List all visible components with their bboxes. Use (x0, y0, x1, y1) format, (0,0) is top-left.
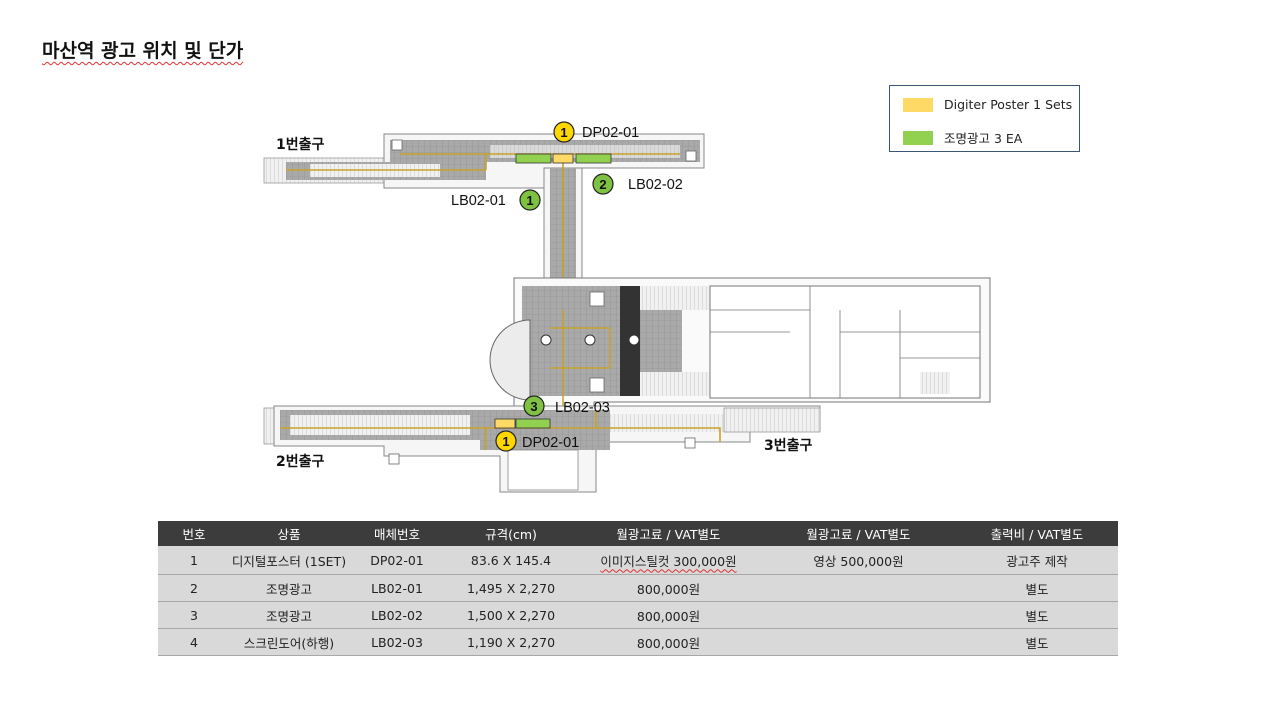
legend-swatch-green (903, 130, 933, 145)
table-cell: 스크린도어(하행) (230, 628, 348, 656)
column-header: 월광고료 / VAT별도 (576, 521, 761, 546)
price-table: 번호 상품 매체번호 규격(cm) 월광고료 / VAT별도 월광고료 / VA… (158, 521, 1118, 656)
marker-code: DP02-01 (522, 435, 579, 451)
ad-lb02-03 (515, 418, 551, 429)
concourse (489, 277, 991, 411)
table-cell (761, 628, 956, 656)
ad-dp02-01-bottom (494, 418, 516, 429)
page-title: 마산역 광고 위치 및 단가 (42, 40, 244, 62)
legend-label: 조명광고 3 EA (944, 131, 1023, 146)
ad-lb02-02 (575, 153, 612, 164)
column-header: 규격(cm) (446, 521, 576, 546)
exit-2-label: 2번출구 (276, 453, 325, 470)
table-cell: 1 (158, 546, 230, 575)
column-header: 매체번호 (348, 521, 446, 546)
column-header: 번호 (158, 521, 230, 546)
table-cell: 디지털포스터 (1SET) (230, 546, 348, 575)
table-cell: 조명광고 (230, 601, 348, 629)
table-cell: 800,000원 (576, 601, 761, 629)
exit2-exit3-corridor (263, 405, 821, 493)
table-row: 1 디지털포스터 (1SET) DP02-01 83.6 X 145.4 이미지… (158, 546, 1118, 575)
table-cell-text: 이미지스틸컷 300,000원 (600, 553, 737, 569)
table-cell: LB02-03 (348, 628, 446, 656)
legend-item-digital-poster: Digiter Poster 1 Sets (903, 97, 1072, 112)
ad-positions (494, 153, 612, 429)
table-cell: 1,190 X 2,270 (446, 628, 576, 656)
table-cell: 1,495 X 2,270 (446, 574, 576, 602)
column-header: 상품 (230, 521, 348, 546)
legend-label: Digiter Poster 1 Sets (944, 97, 1073, 112)
table-cell: 3 (158, 601, 230, 629)
table-cell: LB02-01 (348, 574, 446, 602)
marker-dp02-01-top: 1 DP02-01 (553, 121, 639, 143)
marker-lb02-01: 1 LB02-01 (451, 189, 541, 211)
table-cell: 별도 (956, 628, 1118, 656)
table-cell: 83.6 X 145.4 (446, 546, 576, 575)
table-cell: 조명광고 (230, 574, 348, 602)
table-cell: 별도 (956, 574, 1118, 602)
table-header-row: 번호 상품 매체번호 규격(cm) 월광고료 / VAT별도 월광고료 / VA… (158, 521, 1118, 546)
table-cell: 이미지스틸컷 300,000원 (576, 546, 761, 575)
marker-number: 3 (530, 399, 537, 414)
table-cell: DP02-01 (348, 546, 446, 575)
marker-lb02-03: 3 LB02-03 (523, 395, 610, 417)
table-cell: 4 (158, 628, 230, 656)
marker-lb02-02: 2 LB02-02 (592, 173, 683, 195)
marker-number: 1 (502, 434, 509, 449)
table-cell: 광고주 제작 (956, 546, 1118, 575)
station-floor-plan: 1 DP02-01 1 LB02-01 2 LB02-02 3 LB02-03 … (263, 121, 991, 493)
table-row: 4 스크린도어(하행) LB02-03 1,190 X 2,270 800,00… (158, 628, 1118, 656)
table-row: 3 조명광고 LB02-02 1,500 X 2,270 800,000원 별도 (158, 601, 1118, 629)
table-cell: LB02-02 (348, 601, 446, 629)
column-header: 출력비 / VAT별도 (956, 521, 1118, 546)
exit1-corridor (263, 133, 705, 189)
marker-code: LB02-01 (451, 193, 506, 209)
vertical-corridor (543, 162, 583, 390)
table-cell: 800,000원 (576, 628, 761, 656)
exit-1-label: 1번출구 (276, 136, 325, 153)
legend-box: Digiter Poster 1 Sets 조명광고 3 EA (889, 85, 1080, 152)
table-cell: 2 (158, 574, 230, 602)
table-cell (761, 601, 956, 629)
legend-swatch-yellow (903, 97, 933, 112)
table-cell: 800,000원 (576, 574, 761, 602)
legend-item-lightbox: 조명광고 3 EA (903, 128, 1022, 147)
table-cell (761, 574, 956, 602)
table-row: 2 조명광고 LB02-01 1,495 X 2,270 800,000원 별도 (158, 574, 1118, 602)
column-header: 월광고료 / VAT별도 (761, 521, 956, 546)
table-cell: 1,500 X 2,270 (446, 601, 576, 629)
marker-code: LB02-02 (628, 177, 683, 193)
marker-number: 2 (599, 177, 606, 192)
ad-dp02-01-top (552, 153, 574, 164)
table-cell: 영상 500,000원 (761, 546, 956, 575)
marker-code: LB02-03 (555, 400, 610, 416)
marker-number: 1 (560, 125, 567, 140)
marker-code: DP02-01 (582, 125, 639, 141)
exit-3-label: 3번출구 (764, 437, 813, 454)
marker-dp02-01-bottom: 1 DP02-01 (495, 430, 579, 452)
table-cell: 별도 (956, 601, 1118, 629)
ad-lb02-01 (515, 153, 552, 164)
marker-number: 1 (526, 193, 533, 208)
